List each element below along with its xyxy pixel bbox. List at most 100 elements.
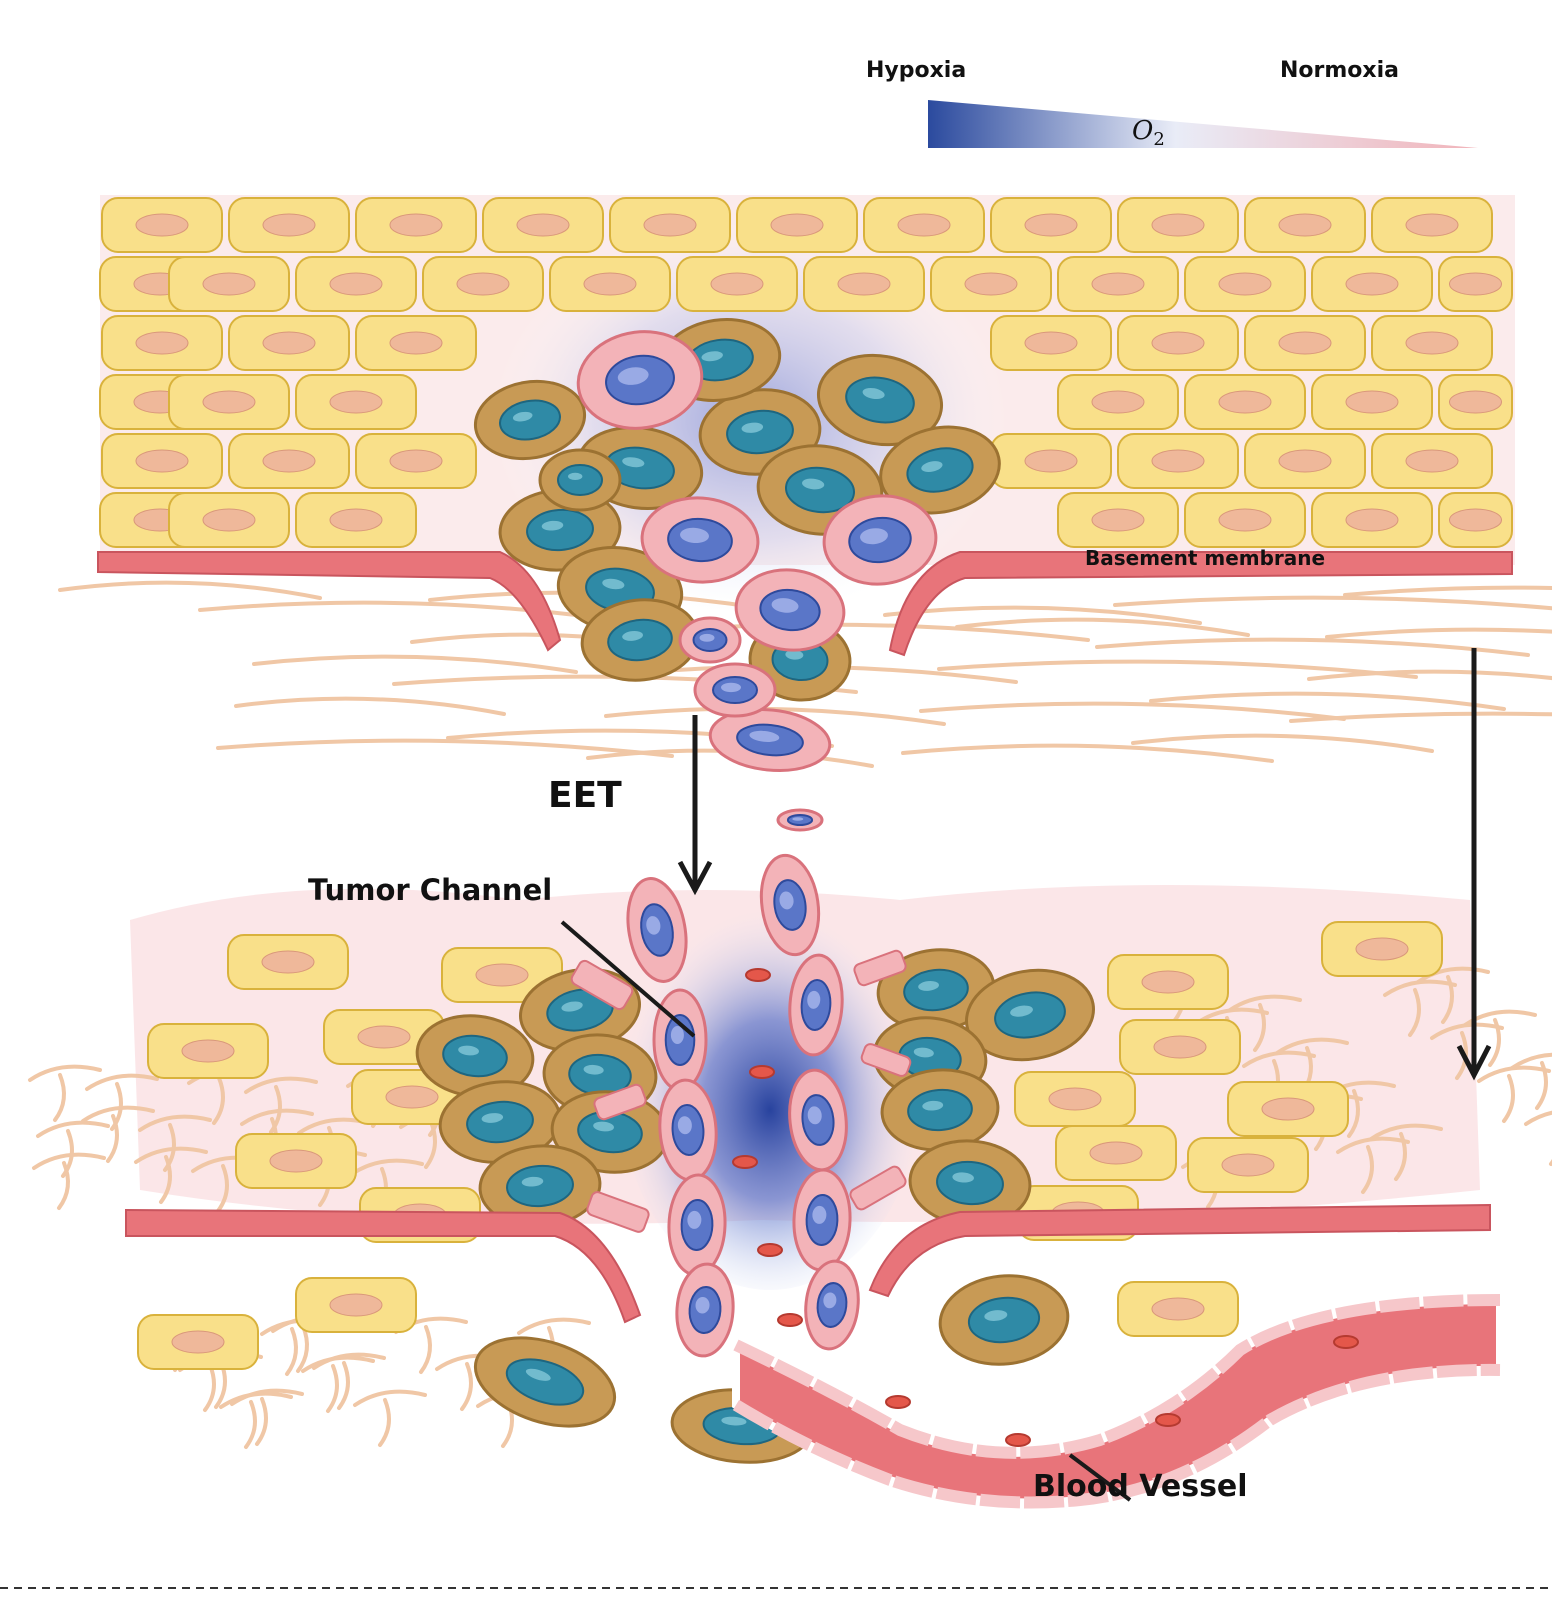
- epithelial-cell: [295, 492, 417, 548]
- epithelial-cell: [1244, 197, 1366, 253]
- epithelial-cell: [1057, 256, 1179, 312]
- cell-protrusion: [586, 1191, 650, 1233]
- tumor-channel-pointer: [560, 920, 696, 1038]
- epithelial-cell: [168, 374, 290, 430]
- red-blood-cell: [745, 968, 771, 982]
- arrow-right: [1456, 648, 1492, 1081]
- epithelial-cell: [1371, 315, 1493, 371]
- tumor-cell: [908, 1139, 1032, 1227]
- epithelial-cell: [295, 256, 417, 312]
- epithelial-cell: [1244, 433, 1366, 489]
- tumor-cell: [473, 379, 587, 461]
- epithelial-cell: [168, 492, 290, 548]
- epithelial-cell: [1107, 954, 1229, 1010]
- epithelial-cell: [930, 256, 1052, 312]
- epithelial-cell: [1311, 374, 1433, 430]
- epithelial-cell: [1438, 492, 1513, 548]
- epithelial-cell: [990, 433, 1112, 489]
- cell-protrusion: [849, 1165, 907, 1211]
- pink-tumor-cell: [788, 953, 844, 1057]
- red-blood-cells: [732, 968, 803, 1327]
- epithelial-cell: [1014, 1071, 1136, 1127]
- red-blood-cell: [757, 1243, 783, 1257]
- normoxia-label: Normoxia: [1280, 58, 1399, 83]
- epithelial-cell: [1311, 256, 1433, 312]
- pink-tumor-cell: [776, 808, 824, 832]
- pink-tumor-cell: [804, 1259, 860, 1351]
- epithelial-cell: [355, 197, 477, 253]
- epithelial-cell: [101, 315, 223, 371]
- pink-tumor-cell: [734, 568, 846, 652]
- eet-label: EET: [548, 775, 622, 816]
- pink-tumor-cell: [708, 708, 832, 772]
- pink-tumor-cell: [693, 662, 777, 718]
- oxygen-label: O2: [1132, 116, 1165, 151]
- basement-membrane-top-left: [97, 551, 562, 652]
- basement-membrane-bottom-left: [125, 1208, 642, 1324]
- epithelial-cell: [803, 256, 925, 312]
- red-blood-cell: [1333, 1335, 1359, 1349]
- epithelial-cell: [295, 1277, 417, 1333]
- cell-protrusion: [860, 1043, 912, 1077]
- epithelial-cell: [1321, 921, 1443, 977]
- epithelial-cell: [228, 315, 350, 371]
- pink-tumor-cell: [667, 1173, 727, 1277]
- tumor-cell: [938, 1274, 1070, 1366]
- epithelial-cell: [1117, 315, 1239, 371]
- epithelial-cell: [609, 197, 731, 253]
- epithelial-cell: [295, 374, 417, 430]
- tumor-cell: [473, 1336, 617, 1428]
- epithelial-cell: [1311, 492, 1433, 548]
- pink-tumor-cell: [652, 988, 708, 1092]
- pink-tumor-cell: [792, 1168, 852, 1272]
- red-blood-cell: [732, 1155, 758, 1169]
- epithelial-cell: [101, 433, 223, 489]
- cell-protrusion: [570, 959, 634, 1011]
- red-blood-cell: [885, 1395, 911, 1409]
- epithelial-cell: [227, 934, 349, 990]
- oxygen-gradient-wedge: [928, 100, 1478, 148]
- epithelial-cell: [1184, 256, 1306, 312]
- pink-tumor-cell: [640, 496, 760, 584]
- tumor-channel-lining: [570, 853, 912, 1358]
- epithelial-cell: [441, 947, 563, 1003]
- pink-tumor-cell: [759, 853, 821, 957]
- pink-tumor-cell: [626, 877, 688, 983]
- pink-tumor-cell: [788, 1068, 848, 1172]
- epithelial-cell: [101, 197, 223, 253]
- pink-tumor-cell: [576, 330, 704, 430]
- epithelial-cell: [1057, 374, 1179, 430]
- epithelial-cell: [228, 197, 350, 253]
- red-blood-cell: [1005, 1433, 1031, 1447]
- epithelial-cell: [1438, 374, 1513, 430]
- tumor-cell: [478, 1144, 602, 1228]
- epithelial-cell: [137, 1314, 259, 1370]
- epithelial-cell: [1438, 256, 1513, 312]
- epithelial-cell: [1227, 1081, 1349, 1137]
- epithelial-cell: [1117, 1281, 1239, 1337]
- epithelial-cell: [1184, 492, 1306, 548]
- epithelial-cell: [228, 433, 350, 489]
- blood-vessel-label: Blood Vessel: [1033, 1469, 1248, 1504]
- epithelial-cell: [1055, 1125, 1177, 1181]
- pink-tumor-cell: [822, 494, 938, 586]
- blood-vessel: [732, 1294, 1504, 1509]
- tumor-cell: [816, 353, 944, 447]
- blood-vessel-pointer: [1068, 1453, 1132, 1502]
- epithelial-cell: [549, 256, 671, 312]
- arrow-eet: [677, 715, 713, 896]
- tumor-cells-bottom: [415, 948, 1095, 1464]
- tumor-channel-label: Tumor Channel: [308, 873, 553, 907]
- basement-membrane-top-right: [888, 551, 1513, 657]
- epithelial-cell: [482, 197, 604, 253]
- epithelial-cell: [1187, 1137, 1309, 1193]
- epithelial-cell: [422, 256, 544, 312]
- tumor-cell: [879, 425, 1001, 515]
- epithelial-cell: [676, 256, 798, 312]
- tumor-cell: [965, 968, 1095, 1062]
- epithelial-cell: [168, 256, 290, 312]
- epithelial-cell: [147, 1023, 269, 1079]
- epithelial-cell: [1057, 492, 1179, 548]
- epithelial-cell: [1117, 197, 1239, 253]
